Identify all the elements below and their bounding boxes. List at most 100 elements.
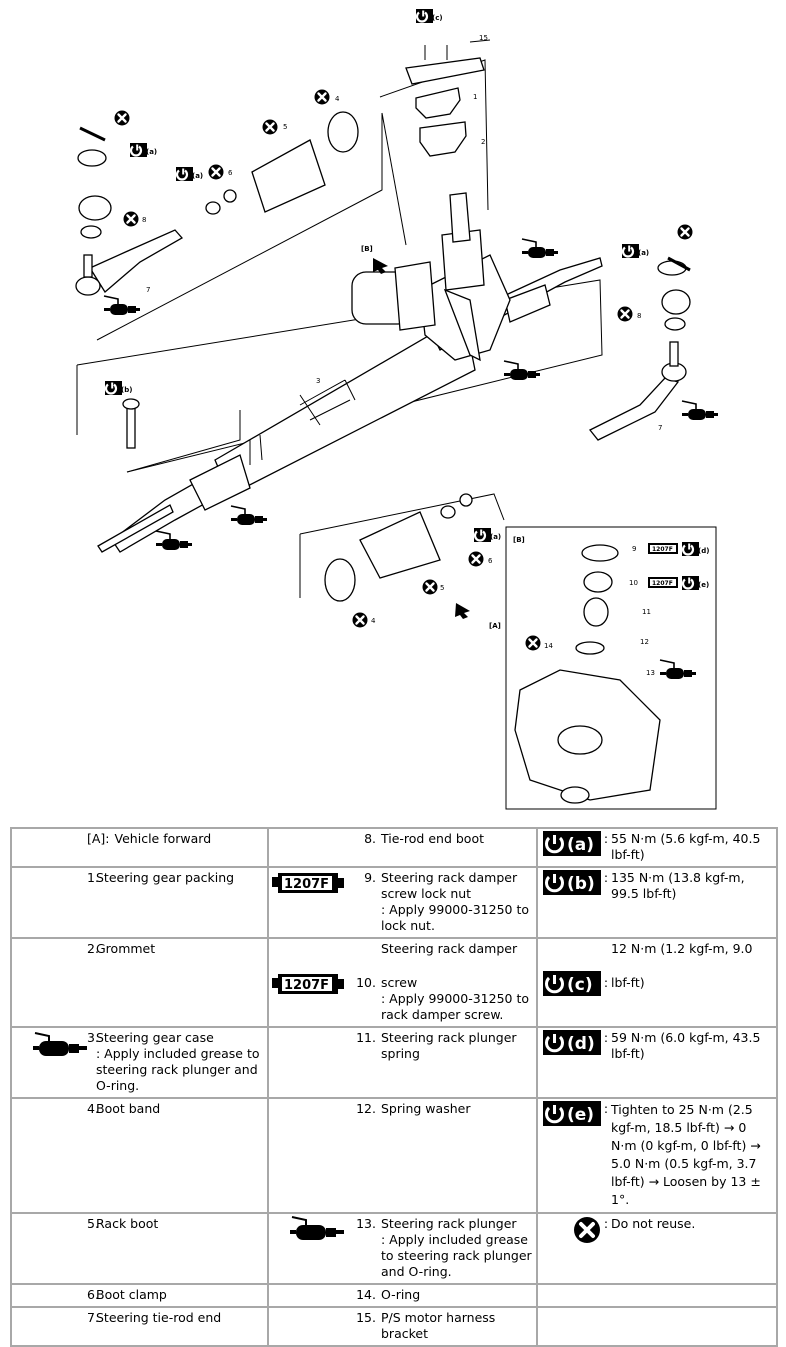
callout-4: 4 <box>335 95 340 103</box>
grease-gun-icon <box>15 1030 87 1058</box>
do-not-reuse-text: Do not reuse. <box>611 1216 696 1231</box>
callout-6b: 6 <box>488 557 493 565</box>
callout-3: 3 <box>316 377 320 385</box>
callout-8: 8 <box>142 216 146 224</box>
exploded-diagram: [B] [B] [A] 1 2 3 4 4 5 5 6 6 7 7 8 8 9 … <box>75 7 719 810</box>
torque-c-icon: (c) <box>541 941 601 996</box>
callout-1: 1 <box>473 93 477 101</box>
legend-row: 3.Steering gear case: Apply included gre… <box>10 1026 778 1099</box>
item-note: : Apply included grease to steering rack… <box>96 1046 260 1093</box>
item-number: 14. <box>356 1287 376 1302</box>
item-text: Rack boot <box>96 1216 159 1231</box>
item-number: [A]: <box>87 831 110 846</box>
torque-a-icon: (a) <box>541 831 601 856</box>
item-text: Boot band <box>96 1101 161 1116</box>
svg-text:(a): (a) <box>146 148 157 156</box>
torque-spec: 59 N·m (6.0 kgf-m, 43.5 lbf-ft) <box>611 1030 761 1061</box>
callout-4b: 4 <box>371 617 376 625</box>
sealant-icon: 1207F <box>272 941 344 997</box>
item-text: Tie-rod end boot <box>381 831 484 846</box>
torque-spec: 12 N·m (1.2 kgf-m, 9.0 <box>611 941 753 956</box>
item-number: 1. <box>87 870 99 885</box>
item-text: O-ring <box>381 1287 421 1302</box>
svg-text:(a): (a) <box>567 835 594 855</box>
item-number: 4. <box>87 1101 99 1116</box>
legend-row: 5.Rack boot 13.Steering rack plunger: Ap… <box>10 1212 778 1285</box>
svg-text:(d): (d) <box>567 1034 595 1054</box>
item-text: Grommet <box>96 941 156 956</box>
item-text: Steering rack damper <box>381 941 518 956</box>
item-text: Steering gear case <box>96 1030 214 1045</box>
item-number: 7. <box>87 1310 99 1325</box>
item-number: 12. <box>356 1101 376 1116</box>
callout-13: 13 <box>646 669 655 677</box>
svg-text:1207F: 1207F <box>284 978 329 993</box>
item-number: 8. <box>364 831 376 846</box>
view-b-label: [B] <box>361 245 373 253</box>
item-number: 3. <box>87 1030 99 1045</box>
legend-row: 6.Boot clamp 14. O-ring <box>10 1283 778 1308</box>
torque-icon: (c) (a) (a) (b) (a) (a) (d) (e) <box>103 7 709 592</box>
svg-text:(c): (c) <box>432 14 443 22</box>
callout-2: 2 <box>481 138 485 146</box>
item-text: Steering rack plunger <box>381 1216 517 1231</box>
callout-7: 7 <box>146 286 150 294</box>
item-number: 6. <box>87 1287 99 1302</box>
callout-7b: 7 <box>658 424 662 432</box>
callout-6: 6 <box>228 169 233 177</box>
torque-b-icon: (b) <box>541 870 601 895</box>
grease-gun-icon <box>272 1216 344 1242</box>
torque-spec: 135 N·m (13.8 kgf-m, 99.5 lbf-ft) <box>611 870 745 901</box>
item-number: 5. <box>87 1216 99 1231</box>
svg-text:(b): (b) <box>121 386 132 394</box>
svg-text:(e): (e) <box>698 581 709 589</box>
item-text: Steering rack damper screw lock nut <box>381 870 518 901</box>
torque-d-icon: (d) <box>541 1030 601 1055</box>
item-number: 11. <box>356 1030 376 1045</box>
item-text: Steering tie-rod end <box>96 1310 222 1325</box>
item-note: : Apply 99000-31250 to rack damper screw… <box>381 991 530 1022</box>
legend-table: [A]: Vehicle forward 8. Tie-rod end boot (… <box>10 827 778 1347</box>
svg-text:1207F: 1207F <box>652 546 673 553</box>
svg-text:(a): (a) <box>192 172 203 180</box>
callout-15: 15 <box>479 34 488 42</box>
callout-11: 11 <box>642 608 651 616</box>
item-text: Boot clamp <box>96 1287 167 1302</box>
callout-9: 9 <box>632 545 636 553</box>
item-note: : Apply 99000-31250 to lock nut. <box>381 902 530 933</box>
torque-spec: lbf-ft) <box>611 975 645 990</box>
view-b-inset-label: [B] <box>513 536 525 544</box>
legend-row: 4.Boot band 12.Spring washer (e):Tighten… <box>10 1097 778 1214</box>
svg-text:(e): (e) <box>567 1105 594 1125</box>
item-number: 9. <box>364 870 376 885</box>
callout-8b: 8 <box>637 312 641 320</box>
svg-text:(c): (c) <box>567 975 593 995</box>
legend-row: 2.Grommet 1207F 10. Steering rack damper sc… <box>10 937 778 1028</box>
item-text: screw <box>381 975 418 990</box>
legend-row: [A]: Vehicle forward 8. Tie-rod end boot (… <box>10 827 778 868</box>
svg-text:(d): (d) <box>698 547 709 555</box>
svg-text:1207F: 1207F <box>652 580 673 587</box>
torque-spec: 55 N·m (5.6 kgf-m, 40.5 lbf-ft) <box>611 831 761 862</box>
item-text: Spring washer <box>381 1101 471 1116</box>
callout-10: 10 <box>629 579 638 587</box>
svg-text:(b): (b) <box>567 874 595 894</box>
item-text: Vehicle forward <box>114 831 212 846</box>
item-number: 15. <box>356 1310 376 1325</box>
item-number: 10. <box>356 975 376 990</box>
torque-spec: Tighten to 25 N·m (2.5 kgf-m, 18.5 lbf-f… <box>611 1102 761 1207</box>
callout-5: 5 <box>283 123 287 131</box>
torque-e-icon: (e) <box>541 1101 601 1126</box>
svg-text:(a): (a) <box>490 533 501 541</box>
callout-5b: 5 <box>440 584 444 592</box>
item-number: 2. <box>87 941 99 956</box>
item-number: 13. <box>356 1216 376 1231</box>
legend-row: 7.Steering tie-rod end 15.P/S motor harn… <box>10 1306 778 1347</box>
callout-12: 12 <box>640 638 649 646</box>
svg-text:1207F: 1207F <box>284 877 329 892</box>
callout-14: 14 <box>544 642 553 650</box>
view-a-label: [A] <box>489 622 501 630</box>
svg-text:(a): (a) <box>638 249 649 257</box>
sealant-icon: 1207F <box>272 870 344 896</box>
